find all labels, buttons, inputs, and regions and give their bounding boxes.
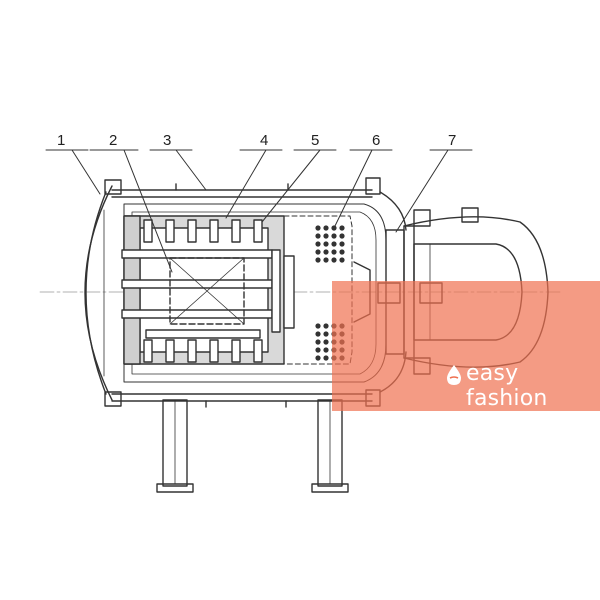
- callout-label-4: 4: [260, 132, 268, 149]
- callout-leaders: [45, 149, 473, 273]
- rear-shield-plate: [271, 249, 295, 333]
- right-support-leg: [311, 399, 349, 493]
- droplet-icon: [447, 365, 461, 385]
- callout-label-1: 1: [57, 132, 65, 149]
- callout-label-7: 7: [448, 132, 456, 149]
- work-zone: [145, 257, 261, 339]
- left-support-leg: [156, 399, 194, 493]
- watermark-overlay: easy fashion: [332, 281, 600, 411]
- watermark-text: easy fashion: [466, 361, 548, 411]
- callout-label-3: 3: [163, 132, 171, 149]
- heating-elements: [121, 219, 273, 363]
- callout-label-5: 5: [311, 132, 319, 149]
- callout-label-6: 6: [372, 132, 380, 149]
- furnace-door: [84, 179, 122, 407]
- callout-label-2: 2: [109, 132, 117, 149]
